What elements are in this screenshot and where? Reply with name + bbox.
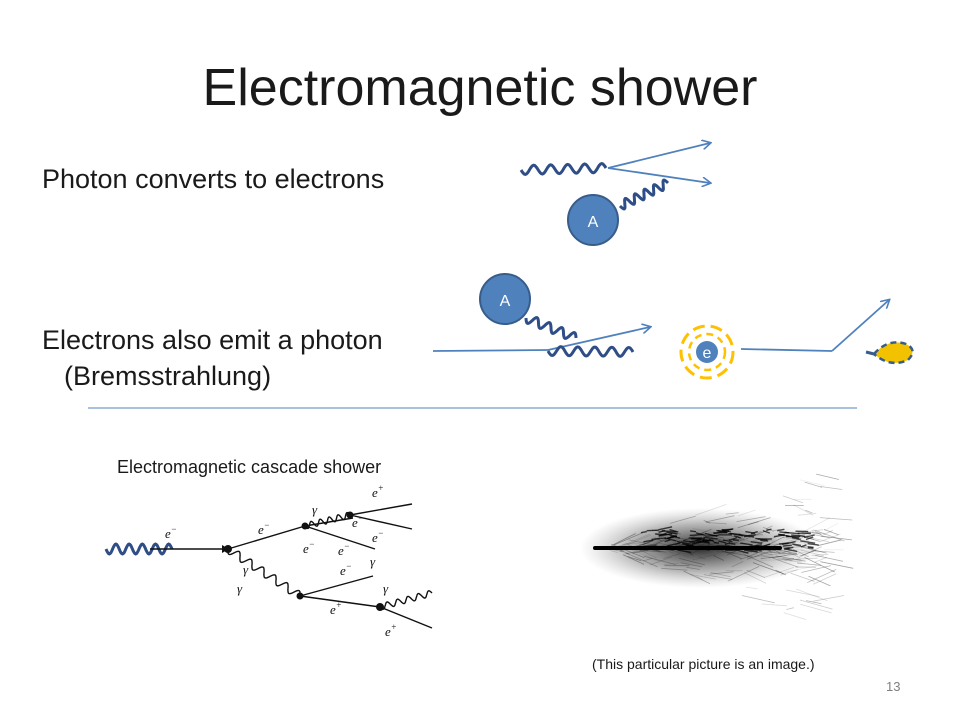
scatter-track-horizontal [740,348,833,352]
nucleus-label: A [588,214,599,231]
label-e-minus: e [352,515,358,530]
label-e-minus: e [340,563,346,578]
bremsstrahlung-diagram: A [432,273,650,358]
vertex-dot [376,603,384,611]
label-sup: + [378,483,384,493]
label-e-minus: e [165,526,171,541]
label-e-plus: e [385,624,391,639]
electron-label: e [703,345,712,362]
image-caption: (This particular picture is an image.) [592,656,815,672]
svg-text:e−: e− [258,520,270,537]
svg-text:e+: e+ [372,483,384,500]
label-sup: − [378,528,384,538]
electron-scatter-illustration: e [679,300,914,380]
label-gamma: γ [383,581,389,596]
outgoing-electron-track [547,327,650,351]
electron-orbit-outer [679,324,735,380]
bullet-bremsstrahlung: (Bremsstrahlung) [64,361,272,391]
svg-text:e−: e− [303,539,315,556]
label-sup: − [309,539,315,549]
bullet-electron-emission: Electrons also emit a photon [42,325,383,355]
nucleus-label-2: A [500,293,511,310]
shower-image [580,473,854,620]
bird-icon [865,341,914,365]
electron-track-lower [607,167,710,183]
page-number: 13 [886,679,901,694]
electron-circle [696,341,718,363]
slide-title: Electromagnetic shower [202,59,758,117]
bullet-photon-conversion: Photon converts to electrons [42,164,385,194]
pair-production-diagram: A [519,143,710,246]
cascade-labels: e− e− γ γ e+ e− e− e− e− γ e− γ γ e+ e+ [165,483,397,639]
label-sup: − [344,541,350,551]
vertex-dot [224,545,232,553]
cascade-gamma-wave-2 [227,548,301,597]
electron-track-upper [607,143,710,169]
svg-text:e−: e− [165,524,177,541]
svg-text:e−: e− [372,528,384,545]
cascade-positron-line-3 [379,606,433,629]
label-gamma: γ [312,502,318,517]
scatter-track-up [831,300,889,352]
label-gamma: γ [237,581,243,596]
label-e-minus: e [258,522,264,537]
svg-text:e−: e− [338,541,350,558]
cascade-positron-line [349,503,413,516]
cascade-gamma-wave-3 [379,590,433,610]
cascade-electron-line-2 [227,525,306,550]
label-sup: + [336,600,342,610]
nucleus-circle-2 [479,273,531,325]
label-gamma: γ [243,562,249,577]
label-sup: − [358,513,364,523]
svg-text:e+: e+ [330,600,342,617]
label-gamma: γ [370,554,376,569]
cascade-electron-line-3 [304,525,376,550]
label-sup: + [391,622,397,632]
incoming-photon-wave [519,162,608,176]
cascade-positron-line-2 [299,595,381,608]
label-e-plus: e [372,485,378,500]
vertex-dot [301,522,309,530]
cascade-gamma-wave-1 [304,511,351,530]
cascade-electron-line-6 [299,575,374,597]
label-e-minus: e [338,543,344,558]
vertex-dot [346,511,354,519]
label-sup: − [171,524,177,534]
incoming-electron-track [432,349,549,352]
virtual-photon-wave-2 [524,316,578,340]
label-sup: − [264,520,270,530]
label-e-plus: e [330,602,336,617]
virtual-photon-wave [618,178,670,211]
label-e-minus: e [303,541,309,556]
label-sup: − [346,561,352,571]
vertex-dot [296,592,304,600]
svg-text:e−: e− [352,513,364,530]
label-e-minus: e [372,530,378,545]
emitted-photon-wave [546,345,635,358]
cascade-electron-line-5 [349,514,413,530]
nucleus-circle [567,194,619,246]
cascade-label: Electromagnetic cascade shower [117,457,382,477]
svg-text:e−: e− [340,561,352,578]
cascade-diagram [104,503,433,629]
svg-text:e+: e+ [385,622,397,639]
cascade-incoming-wave [104,542,174,556]
electron-orbit-inner [687,332,727,372]
